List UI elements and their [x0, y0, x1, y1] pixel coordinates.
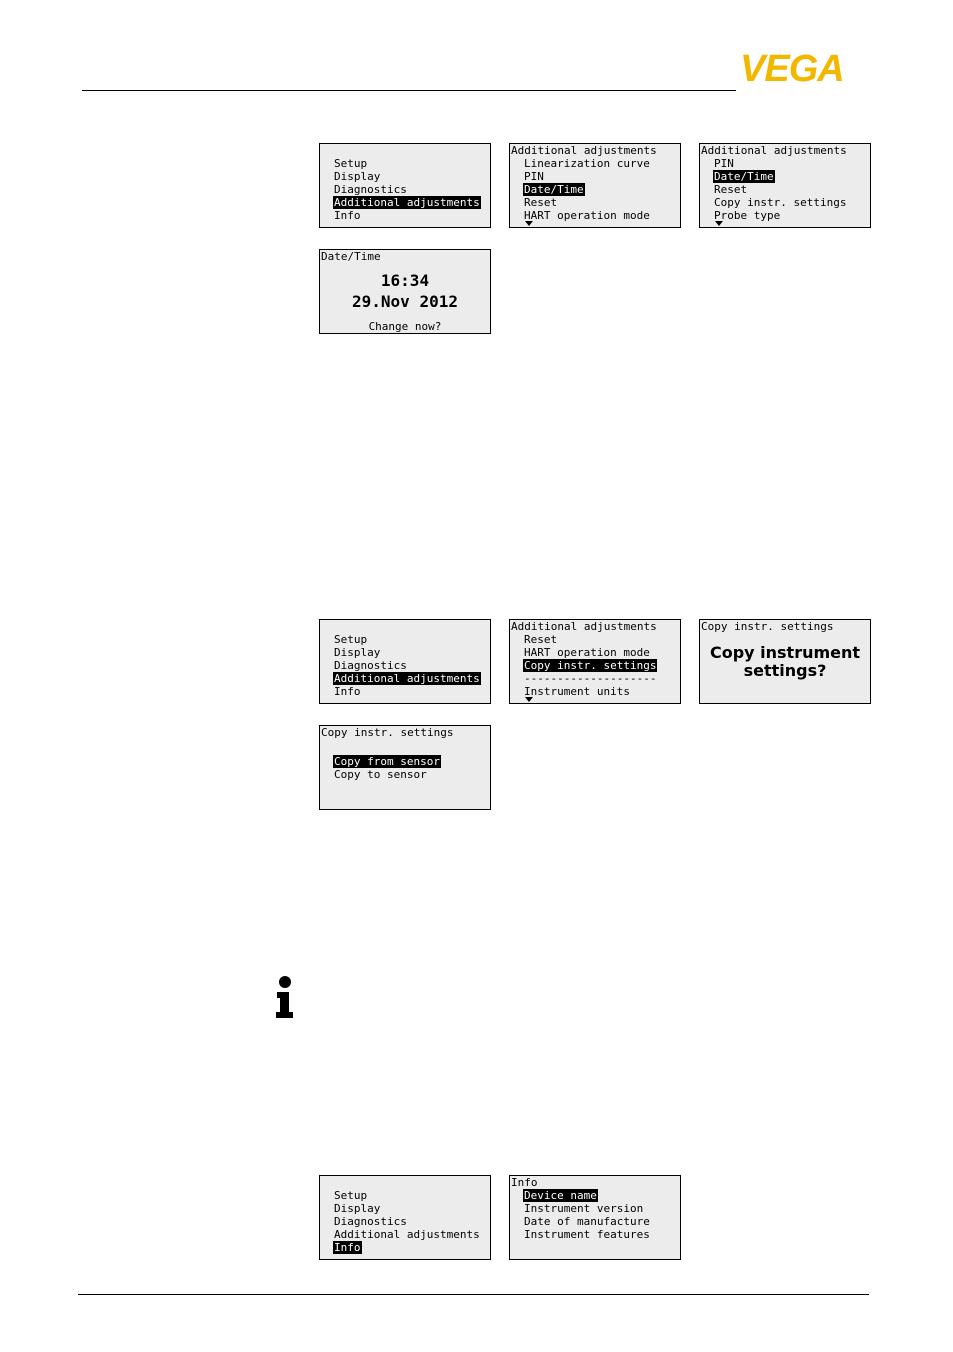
lcd-header: Additional adjustments	[701, 144, 847, 157]
menu-item[interactable]: Instrument units	[524, 685, 630, 698]
menu-item[interactable]: Info	[334, 685, 361, 698]
menu-list: Linearization curve PIN Date/Time Reset …	[523, 157, 651, 222]
lcd-header: Additional adjustments	[511, 144, 657, 157]
lcd-header: Additional adjustments	[511, 620, 657, 633]
lcd-header: Date/Time	[321, 250, 381, 263]
footer-rule	[78, 1294, 869, 1295]
menu-item-selected[interactable]: Info	[333, 1241, 362, 1254]
menu-item[interactable]: HART operation mode	[524, 209, 650, 222]
svg-text:VEGA: VEGA	[740, 50, 844, 84]
lcd-header: Info	[511, 1176, 538, 1189]
lcd-main-menu-3: Setup Display Diagnostics Additional adj…	[319, 1175, 491, 1260]
scroll-down-arrow-icon	[525, 221, 533, 226]
lcd-header: Copy instr. settings	[321, 726, 454, 739]
menu-item[interactable]: Reset	[524, 196, 558, 209]
menu-item[interactable]: Display	[334, 170, 381, 183]
menu-item[interactable]: Instrument features	[524, 1228, 650, 1241]
menu-item[interactable]: Setup	[334, 633, 368, 646]
menu-item[interactable]: PIN	[714, 157, 734, 170]
copy-question: Copy instrument settings?	[709, 643, 861, 680]
menu-item[interactable]: Probe type	[714, 209, 781, 222]
menu-list: Device name Instrument version Date of m…	[523, 1189, 651, 1241]
menu-item[interactable]: Date of manufacture	[524, 1215, 650, 1228]
menu-item[interactable]: Diagnostics	[334, 183, 407, 196]
lcd-additional-adjustments-3: Additional adjustments Reset HART operat…	[509, 619, 681, 704]
lcd-info-menu: Info Device name Instrument version Date…	[509, 1175, 681, 1260]
header-rule	[82, 90, 736, 91]
time-value: 16:34	[380, 271, 430, 290]
menu-item-selected[interactable]: Additional adjustments	[333, 196, 481, 209]
menu-item[interactable]: Instrument version	[524, 1202, 644, 1215]
menu-item[interactable]: PIN	[524, 170, 544, 183]
lcd-main-menu-2: Setup Display Diagnostics Additional adj…	[319, 619, 491, 704]
menu-item[interactable]: Reset	[524, 633, 558, 646]
menu-list: Reset HART operation mode Copy instr. se…	[523, 633, 658, 698]
menu-item-selected[interactable]: Date/Time	[713, 170, 775, 183]
menu-item[interactable]: Diagnostics	[334, 659, 407, 672]
menu-item[interactable]: Diagnostics	[334, 1215, 407, 1228]
menu-item[interactable]: Additional adjustments	[334, 1228, 480, 1241]
info-icon	[276, 976, 293, 1018]
menu-item-selected[interactable]: Additional adjustments	[333, 672, 481, 685]
menu-list: Setup Display Diagnostics Additional adj…	[333, 1189, 481, 1254]
lcd-main-menu-1: Setup Display Diagnostics Additional adj…	[319, 143, 491, 228]
change-prompt[interactable]: Change now?	[368, 320, 442, 333]
lcd-header: Copy instr. settings	[701, 620, 834, 633]
menu-list: PIN Date/Time Reset Copy instr. settings…	[713, 157, 847, 222]
date-value: 29.Nov 2012	[352, 292, 458, 311]
scroll-down-arrow-icon	[525, 697, 533, 702]
lcd-copy-options: Copy instr. settings Copy from sensor Co…	[319, 725, 491, 810]
lcd-additional-adjustments-1: Additional adjustments Linearization cur…	[509, 143, 681, 228]
menu-item-selected[interactable]: Device name	[523, 1189, 598, 1202]
lcd-date-time: Date/Time 16:34 29.Nov 2012 Change now?	[319, 249, 491, 334]
menu-item[interactable]: Display	[334, 1202, 381, 1215]
menu-separator: --------------------	[524, 672, 657, 685]
menu-item[interactable]: Copy instr. settings	[714, 196, 847, 209]
scroll-down-arrow-icon	[715, 221, 723, 226]
menu-item[interactable]: Linearization curve	[524, 157, 650, 170]
menu-item[interactable]: Setup	[334, 1189, 368, 1202]
menu-item[interactable]: Copy to sensor	[334, 768, 427, 781]
menu-item[interactable]: Reset	[714, 183, 748, 196]
menu-item[interactable]: Setup	[334, 157, 368, 170]
menu-item[interactable]: Info	[334, 209, 361, 222]
menu-item-selected[interactable]: Date/Time	[523, 183, 585, 196]
menu-item[interactable]: Display	[334, 646, 381, 659]
menu-item[interactable]: HART operation mode	[524, 646, 650, 659]
menu-item-selected[interactable]: Copy instr. settings	[523, 659, 658, 672]
lcd-additional-adjustments-2: Additional adjustments PIN Date/Time Res…	[699, 143, 871, 228]
lcd-copy-confirm: Copy instr. settings Copy instrument set…	[699, 619, 871, 704]
menu-list: Setup Display Diagnostics Additional adj…	[333, 633, 481, 698]
menu-list: Copy from sensor Copy to sensor	[333, 755, 441, 781]
menu-list: Setup Display Diagnostics Additional adj…	[333, 157, 481, 222]
menu-item-selected[interactable]: Copy from sensor	[333, 755, 441, 768]
vega-logo: VEGA	[740, 50, 845, 84]
